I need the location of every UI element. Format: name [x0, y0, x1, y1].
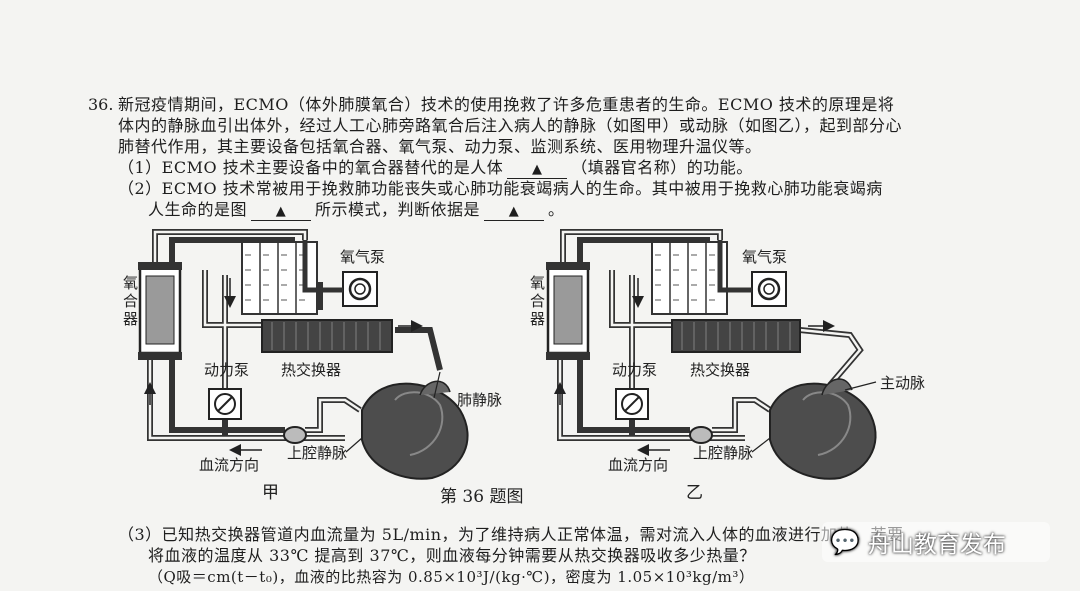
vessel-label-left: 肺静脉 — [457, 391, 502, 409]
oxygenator-label-right-3: 器 — [530, 310, 545, 328]
wechat-icon: 💬 — [830, 528, 860, 556]
oxygen-pump-right — [751, 271, 787, 307]
oxygenator-label-left-1: 氧 — [123, 274, 138, 292]
svc-label-left: 上腔静脉 — [287, 444, 347, 462]
flow-direction-label-right: 血流方向 — [608, 456, 668, 474]
oxygenator-label-right-1: 氧 — [530, 274, 545, 292]
oxygen-pump-left — [342, 271, 378, 307]
part3-line-1: （3）已知热交换器管道内血流量为 5L/min，为了维持病人正常体温，需对流入人… — [118, 525, 904, 544]
part2-after: 。 — [548, 200, 565, 219]
part1-after: （填器官名称）的功能。 — [571, 158, 753, 177]
part1-before: （1）ECMO 技术主要设备中的氧合器替代的是人体 — [118, 158, 504, 177]
diagram-right: 氧 合 器 氧气泵 — [530, 229, 925, 503]
watermark-text: 舟山教育发布 — [867, 532, 1006, 558]
heat-exchanger-label-left: 热交换器 — [281, 361, 341, 379]
answer-blank-2[interactable]: ▲ — [251, 202, 312, 221]
valve-left — [283, 426, 307, 444]
blank-marker-icon: ▲ — [531, 162, 543, 177]
blank-marker-icon: ▲ — [275, 204, 287, 219]
oxygenator-label-left-2: 合 — [123, 292, 138, 310]
question-number: 36. — [88, 95, 114, 114]
part2-line-1: （2）ECMO 技术常被用于挽救肺功能丧失或心肺功能衰竭病人的生命。其中被用于挽… — [118, 179, 883, 198]
answer-blank-1[interactable]: ▲ — [507, 160, 568, 179]
svc-label-right: 上腔静脉 — [693, 444, 753, 462]
figure-left-id: 甲 — [262, 483, 279, 503]
intro-line-2: 体内的静脉血引出体外，经过人工心肺旁路氧合后注入病人的静脉（如图甲）或动脉（如图… — [118, 116, 903, 135]
oxygenator-left — [138, 262, 182, 360]
intro-line-3: 肺替代作用，其主要设备包括氧合器、氧气泵、动力泵、监测系统、医用物理升温仪等。 — [118, 137, 762, 156]
monitor-cabinet-right — [651, 241, 728, 315]
intro-line-1: 新冠疫情期间，ECMO（体外肺膜氧合）技术的使用挽救了许多危重患者的生命。ECM… — [118, 95, 895, 114]
heart-right — [769, 378, 877, 480]
part2-before: 人生命的是图 — [148, 200, 248, 219]
oxygen-pump-label-left: 氧气泵 — [340, 248, 385, 266]
part1-line: （1）ECMO 技术主要设备中的氧合器替代的是人体 ▲ （填器官名称）的功能。 — [118, 158, 753, 179]
oxygenator-label-right-2: 合 — [530, 292, 545, 310]
figure-right-id: 乙 — [686, 483, 703, 503]
diagram-left: 氧 合 器 氧气泵 — [123, 229, 502, 503]
power-pump-label-right: 动力泵 — [612, 361, 657, 379]
oxygenator-label-left-3: 器 — [123, 310, 138, 328]
heat-exchanger-left — [261, 319, 393, 353]
blank-marker-icon: ▲ — [508, 204, 520, 219]
figure-caption: 第 36 题图 — [440, 487, 523, 507]
heart-left — [361, 380, 469, 480]
power-pump-right — [615, 388, 649, 420]
part3-line-3: （Q吸＝cm(t－t₀)，血液的比热容为 0.85×10³J/(kg·℃)，密度… — [148, 568, 755, 586]
power-pump-left — [208, 388, 242, 420]
answer-blank-3[interactable]: ▲ — [484, 202, 545, 221]
heat-exchanger-label-right: 热交换器 — [690, 361, 750, 379]
part3-line-2: 将血液的温度从 33℃ 提高到 37℃，则血液每分钟需要从热交换器吸收多少热量？ — [148, 546, 756, 565]
valve-right — [689, 426, 713, 444]
oxygenator-right — [546, 262, 590, 360]
oxygen-pump-label-right: 氧气泵 — [742, 248, 787, 266]
part2-middle: 所示模式，判断依据是 — [315, 200, 481, 219]
part2-line-2: 人生命的是图 ▲ 所示模式，判断依据是 ▲ 。 — [148, 200, 565, 221]
vessel-label-right: 主动脉 — [880, 374, 925, 392]
watermark: 💬 舟山教育发布 — [822, 522, 1050, 562]
heat-exchanger-right — [671, 319, 801, 353]
power-pump-label-left: 动力泵 — [204, 361, 249, 379]
flow-direction-label-left: 血流方向 — [199, 456, 259, 474]
